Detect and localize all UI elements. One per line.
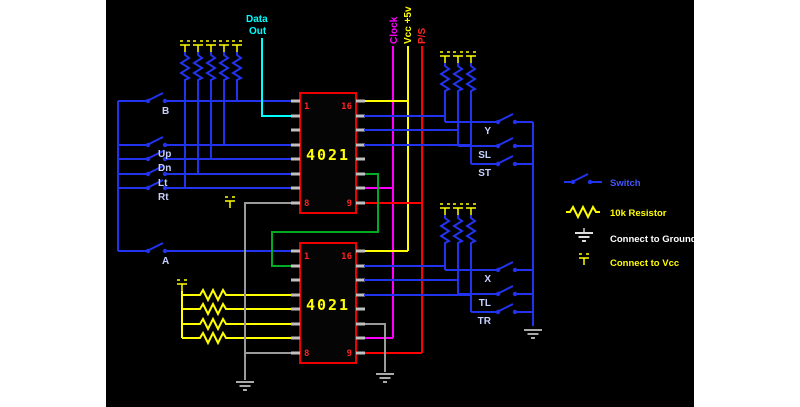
- legend-item-vcc: Connect to Vcc: [578, 253, 679, 269]
- serial-chain-wire: [271, 173, 379, 267]
- resistor-to-chip-wires: [230, 294, 292, 339]
- switch-to-bus-wires: [517, 121, 533, 165]
- switch-label-tl: TL: [479, 298, 491, 309]
- legend-item-resistor: 10k Resistor: [565, 206, 667, 219]
- switch-label-lt: Lt: [158, 178, 168, 189]
- ic-label: 4021: [306, 146, 350, 164]
- right-top-switch-bank: Y SL ST: [364, 51, 534, 326]
- legend-switch-label: Switch: [610, 178, 641, 189]
- switch-label-a: A: [162, 256, 169, 267]
- pin-number-9: 9: [347, 199, 352, 209]
- signal-labels: Data Out Clock Vcc +5v P/S: [246, 6, 428, 44]
- switch-row-wires: [445, 269, 496, 313]
- data-out-label-line2: Out: [249, 26, 267, 37]
- legend-ground-label: Connect to Ground: [610, 234, 697, 245]
- legend-resistor-label: 10k Resistor: [610, 208, 667, 219]
- pin-number-1: 1: [304, 102, 309, 112]
- left-switch-bank: B Up Dn Lt Rt A: [117, 92, 292, 267]
- right-bottom-switch-bank: X TL TR: [364, 203, 533, 327]
- switch-label-rt: Rt: [158, 192, 169, 203]
- data-out-label-line1: Data: [246, 14, 268, 25]
- switch-label-b: B: [162, 106, 169, 117]
- switch-to-bus-wires: [517, 269, 533, 313]
- pin-number-8: 8: [304, 349, 309, 359]
- ic2-left-pins: [291, 249, 300, 355]
- left-switch-to-chip-wires: [167, 100, 292, 252]
- resistor-left-links: [182, 294, 196, 339]
- data-out-wire: [261, 38, 292, 117]
- legend-vcc-label: Connect to Vcc: [610, 258, 679, 269]
- ic-body: [299, 92, 357, 214]
- legend: Switch 10k Resistor Connect to Ground Co…: [564, 173, 697, 269]
- ground-wire-left: [244, 202, 292, 380]
- ps-wire: [364, 46, 423, 354]
- pin-number-16: 16: [341, 252, 352, 262]
- ic-label: 4021: [306, 296, 350, 314]
- pullup-drop-wires: [184, 82, 238, 188]
- signal-wires: [261, 38, 423, 354]
- chip-to-switch-wires: [364, 265, 471, 296]
- chip-to-switch-wires: [364, 115, 471, 146]
- pin-number-16: 16: [341, 102, 352, 112]
- pin-number-1: 1: [304, 252, 309, 262]
- ground-wire-right: [364, 323, 386, 372]
- pin-number-9: 9: [347, 349, 352, 359]
- ic1-right-pins: [356, 99, 365, 205]
- legend-item-switch: Switch: [564, 173, 641, 189]
- switch-label-dn: Dn: [158, 163, 171, 174]
- switch-label-sl: SL: [478, 150, 491, 161]
- switch-label-tr: TR: [478, 316, 492, 327]
- ic-4021-1: 1 16 8 9 4021: [291, 92, 365, 214]
- switch-label-x: X: [484, 274, 491, 285]
- switch-label-y: Y: [484, 126, 491, 137]
- switch-row-wires: [445, 121, 496, 165]
- clock-label: Clock: [389, 16, 400, 44]
- switch-label-up: Up: [158, 149, 171, 160]
- pin-number-8: 8: [304, 199, 309, 209]
- ic1-left-pins: [291, 99, 300, 205]
- ps-label: P/S: [417, 28, 428, 44]
- bottom-left-resistor-network: [176, 196, 292, 344]
- ic-body: [299, 242, 357, 364]
- ic2-right-pins: [356, 249, 365, 355]
- ic-4021-2: 1 16 8 9 4021: [291, 242, 365, 364]
- vcc-label: Vcc +5v: [403, 6, 414, 44]
- vcc-wire: [364, 46, 409, 252]
- left-switch-leads: [118, 100, 146, 252]
- legend-item-ground: Connect to Ground: [574, 228, 697, 245]
- top-left-pullup-resistors: [179, 40, 243, 188]
- switch-label-st: ST: [478, 168, 491, 179]
- ground-wires: [235, 202, 543, 391]
- pullup-drop-wires: [444, 93, 472, 164]
